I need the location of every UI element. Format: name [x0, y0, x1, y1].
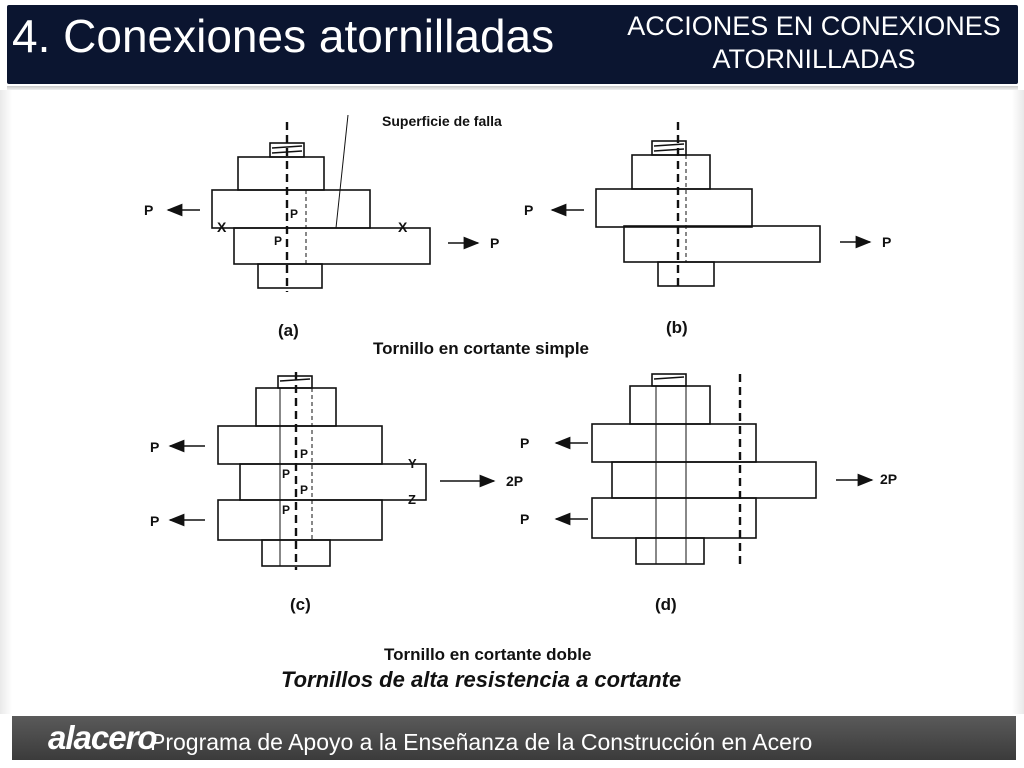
shear-label-c-2: P: [282, 467, 290, 481]
panel-a-drawing: [166, 114, 480, 292]
footer-bar: [12, 716, 1016, 760]
section-z-label: Z: [408, 492, 416, 507]
right-shade: [1012, 90, 1024, 714]
load-label-b-left: P: [524, 202, 533, 218]
load-label-a-right: P: [490, 235, 499, 251]
failure-surface-label: Superficie de falla: [382, 113, 502, 129]
load-label-d-right: 2P: [880, 471, 897, 487]
shear-label-a-lower: P: [274, 234, 282, 248]
left-shade: [0, 90, 12, 714]
load-label-d-lower: P: [520, 511, 529, 527]
shear-label-c-1: P: [300, 447, 308, 461]
section-x-left: X: [217, 219, 227, 235]
load-label-c-right: 2P: [506, 473, 523, 489]
shear-label-c-3: P: [300, 483, 308, 497]
section-x-right: X: [398, 219, 408, 235]
header-rule: [7, 86, 1018, 90]
load-label-d-upper: P: [520, 435, 529, 451]
panel-b-drawing: [550, 122, 872, 290]
shear-label-c-4: P: [282, 503, 290, 517]
double-shear-label: Tornillo en cortante doble: [384, 645, 591, 664]
load-label-b-right: P: [882, 234, 891, 250]
load-label-c-upper: P: [150, 439, 159, 455]
panel-d-label: (d): [655, 595, 677, 614]
single-shear-label: Tornillo en cortante simple: [373, 339, 589, 358]
load-label-a-left: P: [144, 202, 153, 218]
panel-a-label: (a): [278, 321, 299, 340]
title-bar: [7, 5, 1018, 84]
load-label-c-lower: P: [150, 513, 159, 529]
panel-c-label: (c): [290, 595, 311, 614]
panel-c-drawing: [168, 372, 496, 570]
footer-program-text: Programa de Apoyo a la Enseñanza de la C…: [150, 729, 813, 755]
figure-caption: Tornillos de alta resistencia a cortante: [281, 667, 681, 692]
alacero-logo: alacero: [48, 719, 158, 756]
panel-b-label: (b): [666, 318, 688, 337]
slide-title: 4. Conexiones atornilladas: [12, 10, 555, 62]
panel-d-drawing: [554, 373, 874, 568]
section-y-label: Y: [408, 456, 417, 471]
slide-subtitle: ACCIONES EN CONEXIONES ATORNILLADAS: [627, 11, 1001, 74]
shear-label-a-upper: P: [290, 207, 298, 221]
